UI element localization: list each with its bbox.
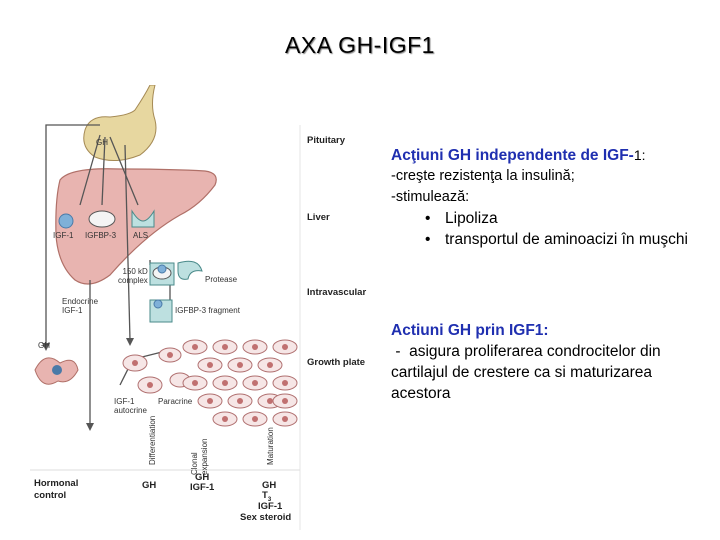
- cell-nuclei: [132, 344, 288, 422]
- gh-igf1-diagram: GH IGF-1 IGFBP-3 ALS 150 kD complex Prot…: [30, 84, 390, 535]
- label-igfbp3: IGFBP-3: [85, 231, 117, 240]
- bullet-transport: transportul de aminoacizi în muşchi: [445, 231, 688, 248]
- complex-150kd: [149, 262, 175, 286]
- row-intravascular: Intravascular: [307, 287, 367, 298]
- label-igf1-col3: IGF-1: [258, 501, 283, 512]
- label-als: ALS: [133, 231, 149, 240]
- panel1-bullet: •Lipoliza: [425, 210, 498, 227]
- label-gh-left: GH: [38, 341, 50, 350]
- stem-cell-nucleus: [52, 365, 62, 375]
- panel2-text: - asigura proliferarea condrocitelor din…: [391, 343, 665, 402]
- slide-title: AXA GH-IGF1: [285, 32, 435, 58]
- label-gh-top: GH: [96, 138, 108, 147]
- panel1-heading: Acţiuni GH independente de IGF-1:: [391, 147, 646, 164]
- label-hormonal-control: Hormonal control: [34, 478, 79, 501]
- label-igf1-col2: IGF-1: [190, 482, 215, 493]
- pituitary-gland: [83, 84, 157, 161]
- als-molecule: [131, 209, 155, 228]
- label-protease: Protease: [205, 275, 238, 284]
- igf1-molecule: [58, 213, 74, 229]
- igfbp3-molecule: [88, 210, 116, 228]
- chondrocytes: [122, 339, 298, 427]
- label-t3: T3: [262, 490, 272, 503]
- label-endocrine: Endocrine IGF-1: [62, 297, 99, 315]
- label-maturation: Maturation: [266, 427, 275, 465]
- label-paracrine: Paracrine: [158, 397, 193, 406]
- panel1-bullet: •transportul de aminoacizi în muşchi: [391, 229, 705, 250]
- panel1-line1: -creşte rezistenţa la insulină;: [391, 168, 575, 184]
- label-fragment: IGFBP-3 fragment: [175, 306, 240, 315]
- label-differentiation: Differentiation: [148, 415, 157, 465]
- label-autocrine: IGF-1 autocrine: [114, 397, 147, 415]
- protease: [177, 260, 203, 280]
- igfbp3-fragment: [149, 299, 173, 323]
- label-complex: 150 kD complex: [118, 267, 148, 285]
- panel2-heading: Actiuni GH prin IGF1:: [391, 322, 549, 339]
- label-clonal: Clonal expansion: [190, 438, 209, 475]
- panel-gh-independent: Acţiuni GH independente de IGF-1: -creşt…: [391, 145, 705, 250]
- label-gh-col1: GH: [142, 480, 157, 491]
- bullet-lipoliza: Lipoliza: [445, 210, 498, 227]
- label-sex-steroid: Sex steroid: [240, 512, 292, 523]
- label-igf1: IGF-1: [53, 231, 74, 240]
- diagram-drawing: [30, 84, 301, 530]
- label-gh-col3: GH: [262, 480, 277, 491]
- panel1-line2: -stimulează:: [391, 189, 470, 205]
- panel-gh-via-igf1: Actiuni GH prin IGF1: - asigura prolifer…: [391, 320, 713, 404]
- row-liver: Liver: [307, 212, 330, 223]
- label-gh-col2: GH: [195, 472, 210, 483]
- row-growth-plate: Growth plate: [307, 357, 366, 368]
- row-pituitary: Pituitary: [307, 135, 346, 146]
